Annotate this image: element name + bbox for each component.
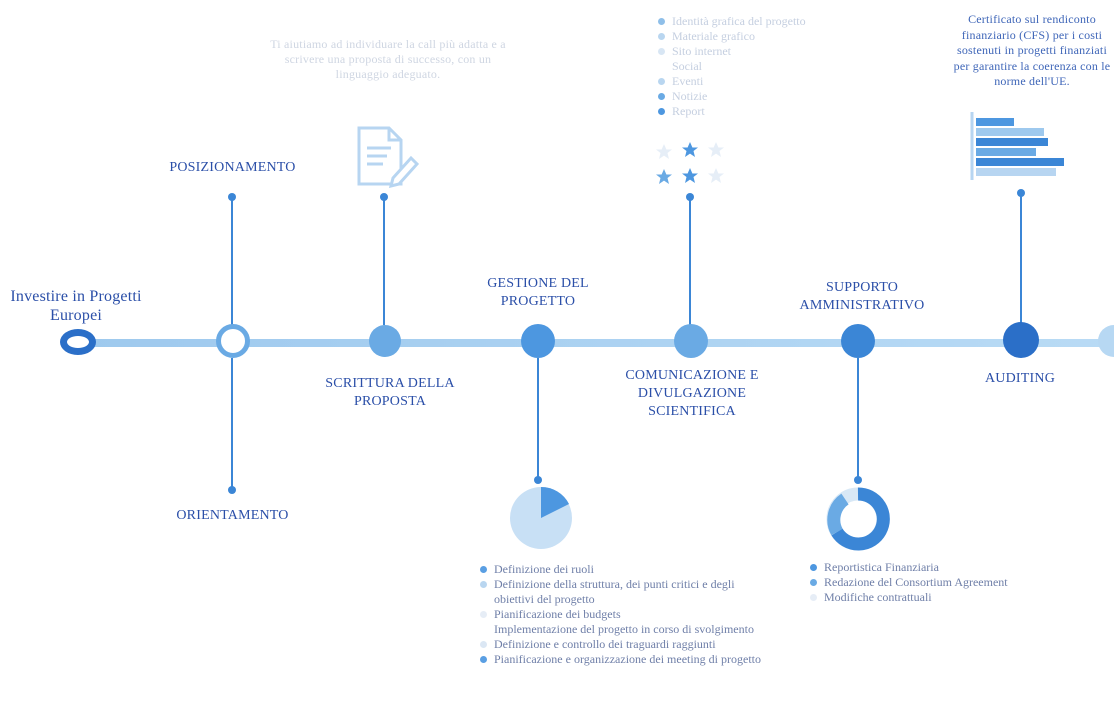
gestione-list: Definizione dei ruoli Definizione della … <box>478 562 773 667</box>
document-pen-icon <box>357 126 419 188</box>
comunicazione-item: Eventi <box>656 74 856 89</box>
node-gestione <box>521 324 555 358</box>
auditing-stem <box>1020 193 1022 325</box>
gestione-item: Definizione e controllo dei traguardi ra… <box>478 637 773 652</box>
stage-gestione-label: GESTIONE DEL PROGETTO <box>487 276 589 309</box>
node-supporto <box>841 324 875 358</box>
stage-auditing-label: AUDITING <box>984 371 1056 386</box>
supporto-stem <box>857 358 859 478</box>
gestione-stem <box>537 358 539 478</box>
stage-orientamento-label: ORIENTAMENTO <box>176 508 289 523</box>
auditing-note: Certificato sul rendiconto finanziario (… <box>953 12 1111 88</box>
comunicazione-item: Materiale grafico <box>656 29 856 44</box>
comunicazione-item: Social <box>656 59 856 74</box>
gestione-item: Definizione della struttura, dei punti c… <box>478 577 773 607</box>
start-node <box>60 329 96 355</box>
orientamento-dot <box>228 486 236 494</box>
supporto-dot <box>854 476 862 484</box>
scrittura-note: Ti aiutiamo ad individuare la call più a… <box>270 37 506 81</box>
scrittura-stem <box>383 197 385 325</box>
node-auditing <box>1003 322 1039 358</box>
start-label: Investire in Progetti Europei <box>10 288 142 324</box>
stage-supporto-label: SUPPORTO AMMINISTRATIVO <box>799 280 925 313</box>
orientamento-stem <box>231 358 233 490</box>
pie-chart-icon <box>510 486 572 549</box>
comunicazione-item: Notizie <box>656 89 856 104</box>
stage-scrittura-label: SCRITTURA DELLA PROPOSTA <box>325 376 455 409</box>
star-rating-icon <box>656 142 724 184</box>
gestione-item: Pianificazione e organizzazione dei meet… <box>478 652 773 667</box>
stage-comunicazione-label: COMUNICAZIONE E DIVULGAZIONE SCIENTIFICA <box>625 368 759 419</box>
node-posizionamento <box>216 324 250 358</box>
posizionamento-stem <box>231 197 233 325</box>
comunicazione-item: Report <box>656 104 856 119</box>
bar-chart-icon <box>970 112 1064 180</box>
gestione-item: Pianificazione dei budgets <box>478 607 773 622</box>
stage-posizionamento-label: POSIZIONAMENTO <box>169 160 296 175</box>
comunicazione-item: Sito internet <box>656 44 856 59</box>
end-node <box>1098 325 1114 357</box>
supporto-item: Redazione del Consortium Agreement <box>808 575 1068 590</box>
gestione-item: Implementazione del progetto in corso di… <box>478 622 773 637</box>
comunicazione-item: Identità grafica del progetto <box>656 14 856 29</box>
timeline-line <box>80 339 1114 347</box>
gestione-dot <box>534 476 542 484</box>
donut-chart-icon <box>826 487 890 551</box>
node-comunicazione <box>674 324 708 358</box>
supporto-item: Modifiche contrattuali <box>808 590 1068 605</box>
gestione-item: Definizione dei ruoli <box>478 562 773 577</box>
comunicazione-stem <box>689 197 691 325</box>
supporto-list: Reportistica Finanziaria Redazione del C… <box>808 560 1068 605</box>
node-scrittura <box>369 325 401 357</box>
comunicazione-list: Identità grafica del progetto Materiale … <box>656 14 856 119</box>
supporto-item: Reportistica Finanziaria <box>808 560 1068 575</box>
